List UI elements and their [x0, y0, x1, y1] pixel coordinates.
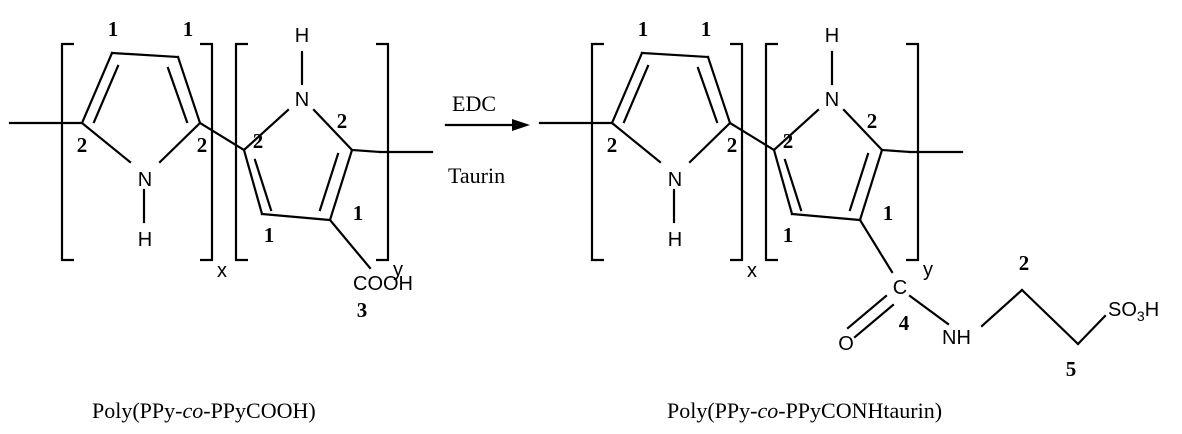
- left-num-2a: 2: [77, 133, 88, 157]
- right-n-ring1: N: [668, 169, 682, 191]
- left-num-2c: 2: [253, 129, 264, 153]
- right-o-carbonyl: O: [838, 333, 854, 355]
- right-num-2a: 2: [607, 133, 618, 157]
- left-num-1d: 1: [353, 201, 364, 225]
- right-n-ring2: N: [825, 89, 839, 111]
- right-num-1a: 1: [638, 17, 649, 41]
- left-num-2b: 2: [197, 133, 208, 157]
- right-subscript-y: y: [923, 259, 933, 281]
- right-structure: N H N H C O NH SO3H x y 1 1 2 2 2 2 1 1 …: [538, 17, 1159, 381]
- left-num-1c: 1: [264, 223, 275, 247]
- left-num-3: 3: [357, 298, 368, 322]
- left-num-2d: 2: [337, 109, 348, 133]
- caption-right: Poly(PPy-co-PPyCONHtaurin): [667, 398, 942, 423]
- left-num-1a: 1: [108, 17, 119, 41]
- right-c-carbonyl: C: [893, 277, 907, 299]
- left-n-ring1: N: [138, 169, 152, 191]
- right-num-1c: 1: [783, 223, 794, 247]
- right-num-2c: 2: [783, 129, 794, 153]
- right-nh: NH: [942, 327, 971, 349]
- right-h-ring2: H: [825, 25, 839, 47]
- left-cooh: COOH: [353, 273, 413, 295]
- right-subscript-x: x: [747, 260, 757, 282]
- reagent-taurin: Taurin: [448, 163, 505, 188]
- right-h-ring1: H: [668, 229, 682, 251]
- left-h-ring2: H: [295, 25, 309, 47]
- left-subscript-y: y: [393, 259, 403, 281]
- right-num-5: 5: [1066, 357, 1077, 381]
- left-h-ring1: H: [138, 229, 152, 251]
- left-structure: N H N H COOH x y 1 1 2 2 2 2 1 1 3: [8, 17, 434, 322]
- right-num-1b: 1: [701, 17, 712, 41]
- right-num-4: 4: [899, 311, 910, 335]
- reaction-arrow: EDC Taurin: [444, 91, 530, 188]
- left-num-1b: 1: [183, 17, 194, 41]
- left-n-ring2: N: [295, 89, 309, 111]
- right-num-1d: 1: [883, 201, 894, 225]
- right-num-2e: 2: [1019, 251, 1030, 275]
- reagent-edc: EDC: [452, 91, 496, 116]
- right-so3h: SO3H: [1108, 299, 1159, 324]
- left-subscript-x: x: [217, 260, 227, 282]
- right-num-2b: 2: [727, 133, 738, 157]
- caption-left: Poly(PPy-co-PPyCOOH): [92, 398, 316, 423]
- right-num-2d: 2: [867, 109, 878, 133]
